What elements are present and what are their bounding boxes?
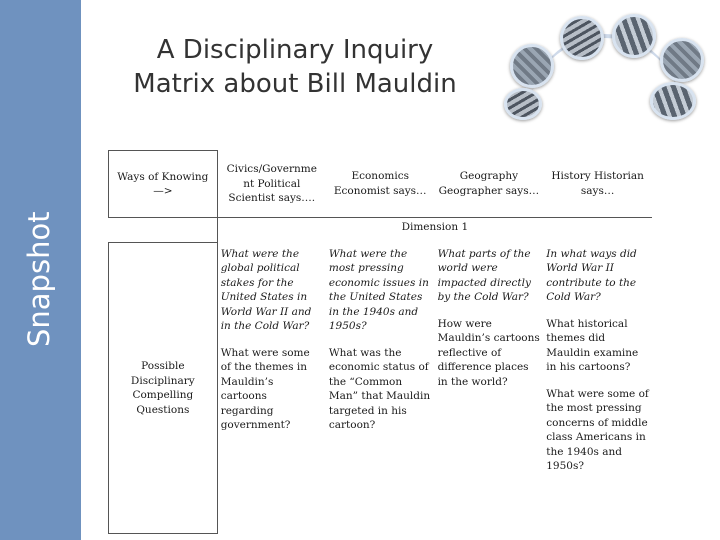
economics-question-2: What was the economic status of the “Com… xyxy=(328,346,431,432)
photo-collage-icon xyxy=(500,14,710,122)
matrix-dimension-row: Dimension 1 xyxy=(109,217,652,243)
collage-photo-6 xyxy=(650,82,696,120)
economics-questions: What were the most pressing economic iss… xyxy=(326,243,435,534)
collage-photo-3 xyxy=(612,14,656,58)
matrix-questions-row: Possible Disciplinary Compelling Questio… xyxy=(108,242,653,534)
dimension-label: Dimension 1 xyxy=(216,217,652,243)
dimension-spacer xyxy=(109,218,218,243)
geography-question-2: How were Mauldin’s cartoons reflective o… xyxy=(437,317,540,388)
inquiry-matrix: Ways of Knowing —> Civics/Governme nt Po… xyxy=(108,150,652,534)
collage-photo-1 xyxy=(510,44,554,88)
header-history: History Historian says… xyxy=(551,170,644,197)
header-economics: Economics Economist says… xyxy=(333,170,427,197)
collage-photo-4 xyxy=(660,38,704,82)
collage-arc xyxy=(530,34,680,118)
history-question-3: What were some of the most pressing conc… xyxy=(546,387,649,473)
history-question-1: In what ways did World War II contribute… xyxy=(546,247,637,304)
page-title: A Disciplinary Inquiry Matrix about Bill… xyxy=(100,33,490,101)
collage-photo-2 xyxy=(560,16,604,60)
geography-questions: What parts of the world were impacted di… xyxy=(435,243,544,534)
sidebar-label: Snapshot xyxy=(22,211,56,347)
geography-question-1: What parts of the world were impacted di… xyxy=(437,247,531,304)
title-line-1: A Disciplinary Inquiry xyxy=(156,35,434,65)
sidebar: Snapshot xyxy=(0,0,81,540)
header-ways-of-knowing: Ways of Knowing —> xyxy=(108,150,218,218)
header-civics: Civics/Governme nt Political Scientist s… xyxy=(216,150,326,218)
row-label-compelling-questions: Possible Disciplinary Compelling Questio… xyxy=(108,242,218,534)
civics-questions: What were the global political stakes fo… xyxy=(216,242,326,534)
collage-photo-5 xyxy=(504,88,542,120)
matrix-header-row: Ways of Knowing —> Civics/Governme nt Po… xyxy=(108,150,653,218)
title-line-2: Matrix about Bill Mauldin xyxy=(133,69,457,99)
economics-question-1: What were the most pressing economic iss… xyxy=(328,247,429,333)
history-questions: In what ways did World War II contribute… xyxy=(543,243,652,534)
history-question-2: What historical themes did Mauldin exami… xyxy=(546,317,639,374)
civics-question-1: What were the global political stakes fo… xyxy=(220,247,312,333)
civics-question-2: What were some of the themes in Mauldin’… xyxy=(220,346,310,432)
header-geography: Geography Geographer says… xyxy=(438,170,540,197)
